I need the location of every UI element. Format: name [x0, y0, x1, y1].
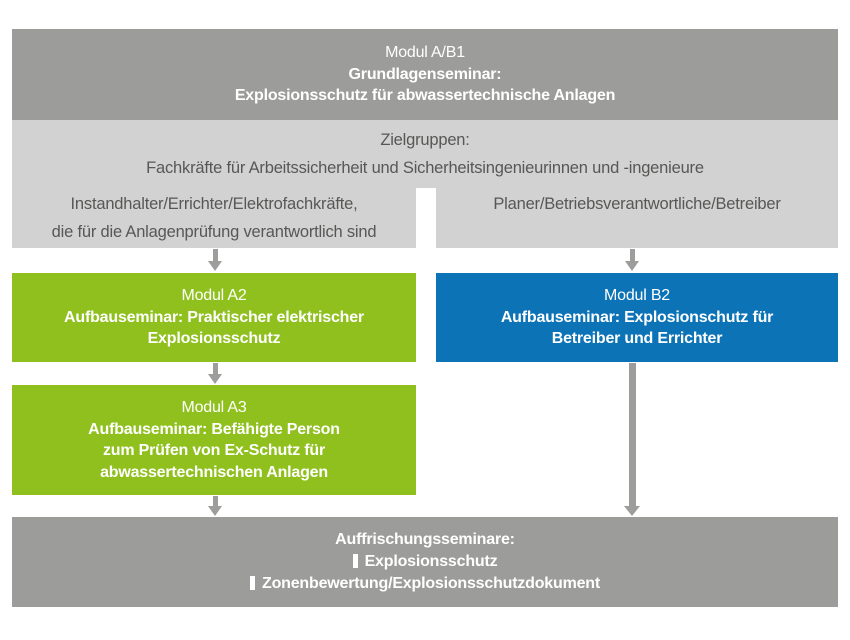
arrow-stem: [212, 496, 218, 506]
refresher-item-label: Explosionsschutz: [364, 553, 498, 570]
module-a3-title: Modul A3: [181, 399, 247, 416]
arrow-down-icon: [625, 249, 639, 271]
zielgruppen-subtitle: Fachkräfte für Arbeitssicherheit und Sic…: [146, 159, 704, 177]
arrow-head: [625, 261, 639, 271]
refresher-item: Explosionsschutz: [352, 551, 498, 573]
arrow-down-icon: [624, 363, 640, 516]
zielgruppen-title: Zielgruppen:: [380, 131, 470, 149]
module-a2-line: Aufbauseminar: Praktischer elektrischer: [64, 308, 364, 326]
module-a2-line: Explosionsschutz: [147, 330, 281, 348]
target-group-left-panel: Instandhalter/Errichter/Elektrofachkräft…: [12, 188, 416, 248]
module-ab1-title: Modul A/B1: [385, 44, 465, 62]
target-left-line: die für die Anlagenprüfung verantwortlic…: [51, 223, 377, 241]
module-a3-box: Modul A3 Aufbauseminar: Befähigte Person…: [12, 385, 416, 495]
refresher-item-label: Zonenbewertung/Explosionsschutzdokument: [262, 575, 600, 592]
module-a2-box: Modul A2 Aufbauseminar: Praktischer elek…: [12, 273, 416, 362]
module-a3-line: zum Prüfen von Ex-Schutz für: [103, 442, 325, 459]
arrow-down-icon: [208, 363, 222, 384]
arrow-stem: [628, 363, 636, 506]
module-ab1-line: Explosionsschutz für abwassertechnische …: [234, 87, 616, 105]
module-a3-line: Aufbauseminar: Befähigte Person: [88, 420, 340, 438]
refresher-title: Auffrischungsseminare:: [335, 531, 515, 548]
arrow-head: [208, 506, 222, 516]
refresher-box: Auffrischungsseminare: Explosionsschutz …: [12, 517, 838, 607]
module-b2-title: Modul B2: [604, 287, 670, 305]
refresher-item: Zonenbewertung/Explosionsschutzdokument: [250, 573, 600, 595]
module-a3-line: abwassertechnischen Anlagen: [100, 463, 328, 481]
arrow-stem: [212, 249, 218, 261]
arrow-head: [208, 374, 222, 384]
module-ab1-line: Grundlagenseminar:: [348, 65, 502, 83]
target-group-right-panel: Planer/Betriebsverantwortliche/Betreiber: [436, 188, 838, 248]
module-ab1-box: Modul A/B1 Grundlagenseminar: Explosions…: [12, 29, 838, 120]
arrow-stem: [212, 363, 218, 374]
module-b2-line: Betreiber und Errichter: [551, 330, 723, 348]
arrow-down-icon: [208, 249, 222, 271]
arrow-head: [624, 506, 640, 516]
bullet-bar-icon: [352, 554, 358, 568]
target-left-line: Instandhalter/Errichter/Elektrofachkräft…: [70, 195, 358, 213]
arrow-head: [208, 261, 222, 271]
module-a2-title: Modul A2: [181, 287, 247, 305]
arrow-stem: [629, 249, 635, 261]
bullet-bar-icon: [250, 576, 255, 590]
target-right-line: Planer/Betriebsverantwortliche/Betreiber: [493, 195, 781, 213]
arrow-down-icon: [208, 496, 222, 516]
module-b2-line: Aufbauseminar: Explosionschutz für: [500, 308, 774, 326]
module-b2-box: Modul B2 Aufbauseminar: Explosionschutz …: [436, 273, 838, 362]
zielgruppen-panel: Zielgruppen: Fachkräfte für Arbeitssiche…: [12, 120, 838, 188]
